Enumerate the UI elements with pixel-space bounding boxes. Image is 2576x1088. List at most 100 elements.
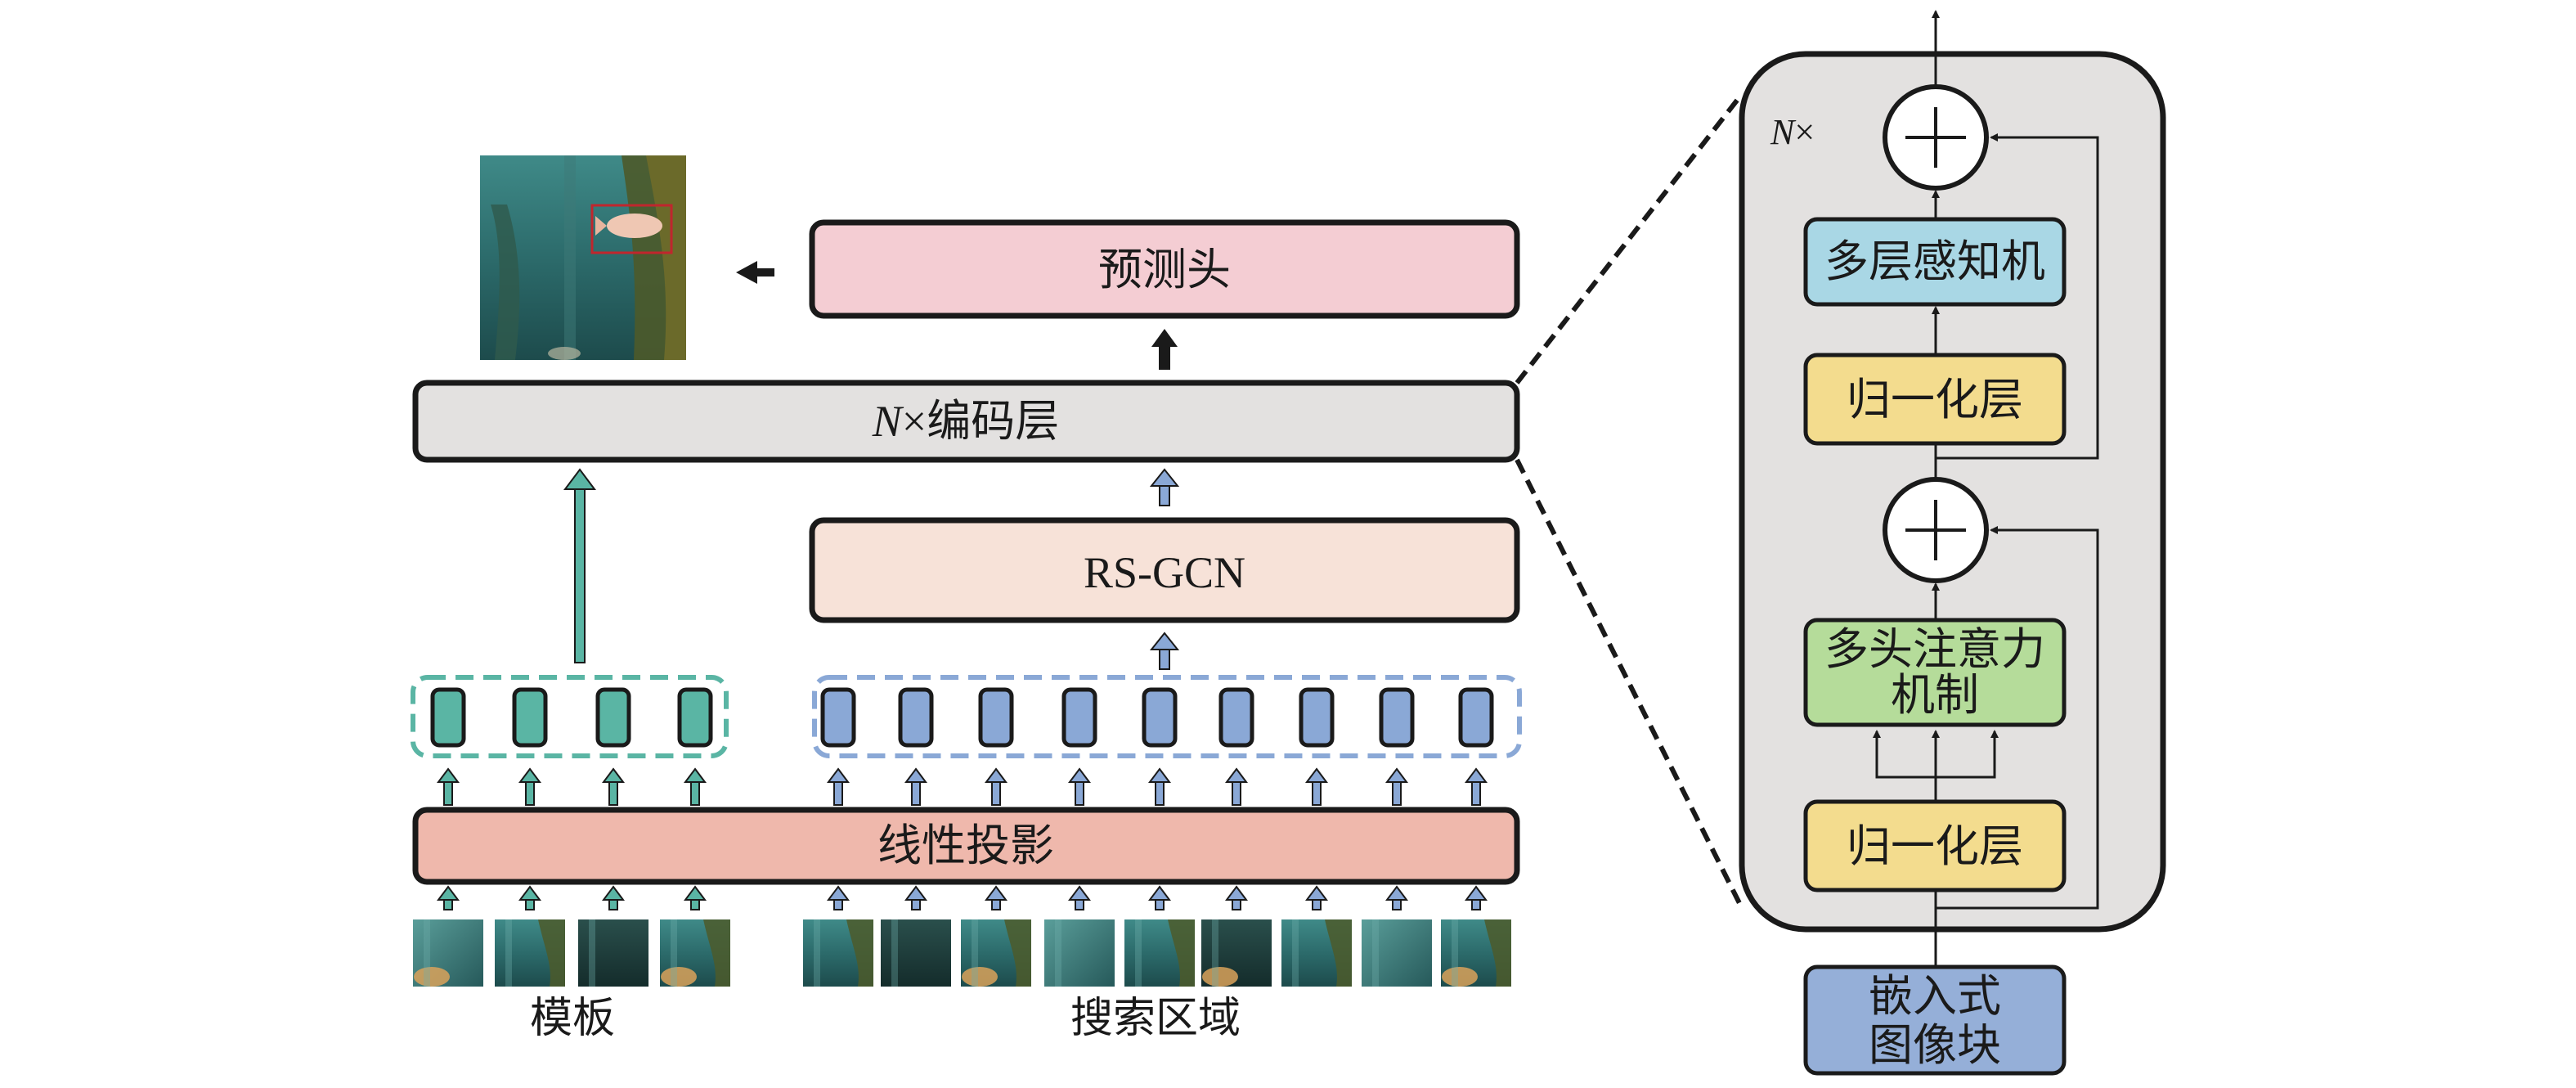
token-arrow	[1392, 780, 1402, 806]
patch-images	[413, 919, 1511, 987]
token-arrow-head	[1148, 767, 1171, 783]
search-token	[1458, 687, 1494, 748]
embed-label-line2: 图像块	[1869, 1021, 2001, 1070]
image-patch	[961, 919, 1031, 987]
token-arrow-head	[684, 885, 707, 901]
norm-bottom-label: 归一化层	[1847, 822, 2023, 871]
template-token	[677, 687, 713, 748]
template-token-group	[411, 675, 729, 758]
arrow-up-icon	[1151, 329, 1178, 370]
image-patch	[1124, 919, 1195, 987]
token-arrow	[1075, 780, 1084, 806]
image-patch	[1281, 919, 1352, 987]
token-arrow-head	[437, 885, 460, 901]
rsgcn-to-encoder-arrow	[1149, 468, 1180, 506]
search-token	[1218, 687, 1254, 748]
image-patch	[495, 919, 565, 987]
token-arrow	[1471, 780, 1481, 806]
token-arrow-head	[1465, 767, 1488, 783]
image-patch	[1441, 919, 1511, 987]
template-token	[512, 687, 548, 748]
search-token	[820, 687, 856, 748]
zoom-connector-top	[1515, 92, 1744, 384]
qkv-arrows	[1873, 730, 1999, 802]
search-token	[1299, 687, 1335, 748]
token-arrow	[525, 780, 535, 806]
plus-circle-icon	[1883, 477, 1989, 583]
token-arrow	[991, 780, 1001, 806]
image-patch	[413, 919, 483, 987]
embed-label-line1: 嵌入式	[1869, 972, 2001, 1021]
token-arrow-head	[1465, 885, 1488, 901]
image-patch	[1362, 919, 1432, 987]
token-arrow-head	[518, 885, 541, 901]
image-patch	[1044, 919, 1115, 987]
search-token	[1061, 687, 1097, 748]
token-arrow-head	[985, 767, 1008, 783]
zoom-connector-bottom	[1515, 458, 1744, 910]
token-arrow	[443, 780, 453, 806]
token-arrow-head	[904, 885, 927, 901]
template-caption: 模板	[530, 996, 615, 1042]
encoder-box	[412, 380, 1520, 463]
token-arrow-head	[1385, 767, 1408, 783]
result-image	[480, 155, 686, 360]
mhsa-label-line1: 多头注意力	[1824, 625, 2045, 674]
template-tokens	[430, 687, 713, 748]
template-token	[430, 687, 466, 748]
plus-circle-icon	[1883, 84, 1989, 191]
token-arrow-head	[827, 767, 850, 783]
linear-projection-label: 线性投影	[877, 821, 1054, 870]
rsgcn-label: RS-GCN	[1084, 548, 1245, 597]
token-arrow-head	[1305, 885, 1328, 901]
predict-head-box	[809, 219, 1520, 319]
token-arrow-head	[437, 767, 460, 783]
token-arrow-head	[827, 885, 850, 901]
image-patch	[660, 919, 730, 987]
token-arrow-head	[1385, 885, 1408, 901]
image-patch	[1201, 919, 1272, 987]
search-token	[1142, 687, 1178, 748]
repeat-label: N×	[1770, 112, 1815, 152]
linear-projection-box	[412, 807, 1520, 885]
token-arrow	[608, 780, 618, 806]
token-arrow-head	[1305, 767, 1328, 783]
token-arrow-head	[602, 885, 625, 901]
bounding-box	[590, 204, 673, 254]
token-arrow	[1232, 780, 1241, 806]
rsgcn-box	[809, 517, 1520, 623]
token-arrow-head	[518, 767, 541, 783]
search-tokens	[820, 687, 1494, 748]
encoder-label: N×编码层	[872, 397, 1060, 446]
token-arrow-head	[1068, 885, 1091, 901]
template-to-encoder-arrow	[563, 468, 596, 663]
token-arrow-head	[1068, 767, 1091, 783]
token-arrow-head	[1225, 885, 1248, 901]
mhsa-label-line2: 机制	[1891, 671, 1979, 720]
image-patch	[881, 919, 951, 987]
search-token-group	[812, 675, 1522, 758]
token-arrow-head	[602, 767, 625, 783]
token-arrow	[1312, 780, 1322, 806]
norm-top-label: 归一化层	[1847, 375, 2023, 425]
token-arrow	[1155, 780, 1165, 806]
token-arrow-head	[985, 885, 1008, 901]
token-arrow-head	[904, 767, 927, 783]
mlp-label: 多层感知机	[1824, 237, 2045, 286]
predict-head-label: 预测头	[1098, 245, 1231, 294]
search-token	[898, 687, 934, 748]
search-token	[978, 687, 1014, 748]
embed-box	[1803, 964, 2067, 1076]
token-arrows	[437, 767, 1488, 910]
token-arrow	[690, 780, 700, 806]
template-token	[595, 687, 631, 748]
arrow-left-icon	[736, 261, 774, 284]
search-token	[1379, 687, 1415, 748]
image-patch	[803, 919, 873, 987]
token-arrow	[833, 780, 843, 806]
token-arrow-head	[1148, 885, 1171, 901]
token-arrow	[911, 780, 921, 806]
token-arrow-head	[1225, 767, 1248, 783]
